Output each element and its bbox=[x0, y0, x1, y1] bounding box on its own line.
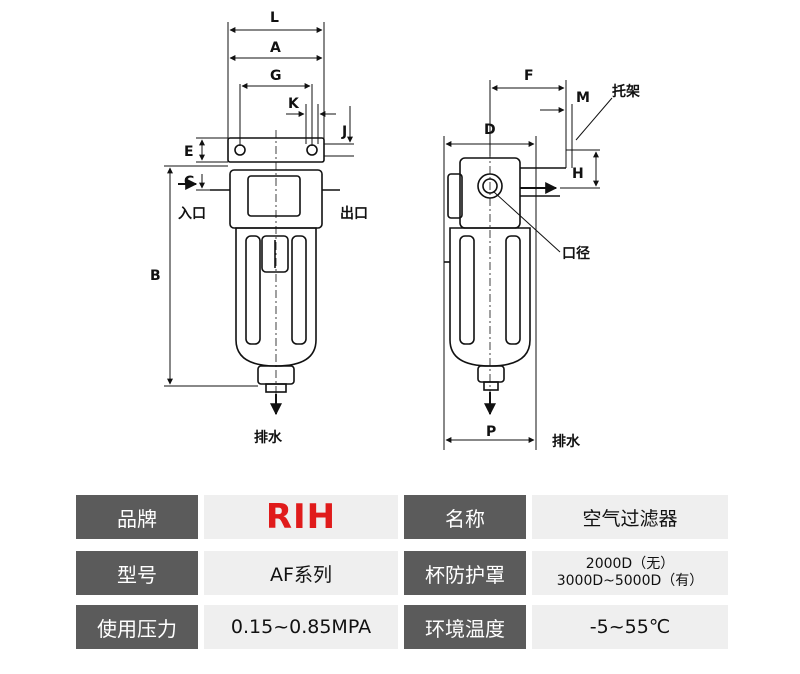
dim-A: A bbox=[270, 40, 281, 56]
name-key: 名称 bbox=[404, 495, 526, 539]
dim-B: B bbox=[150, 268, 161, 284]
pressure-value: 0.15~0.85MPA bbox=[204, 605, 398, 649]
drain-label-side: 排水 bbox=[552, 433, 581, 450]
dim-E: E bbox=[184, 144, 194, 160]
spec-row-3: 使用压力 0.15~0.85MPA 环境温度 -5~55℃ bbox=[76, 605, 728, 649]
pressure-key: 使用压力 bbox=[76, 605, 198, 649]
dim-G: G bbox=[270, 68, 282, 84]
bowl-guard-line-1: 2000D（无） bbox=[585, 556, 675, 572]
front-dimensions bbox=[164, 22, 354, 387]
front-view bbox=[210, 137, 340, 393]
dim-P: P bbox=[486, 424, 496, 440]
drain-label-front: 排水 bbox=[254, 429, 283, 446]
port-size-label: 口径 bbox=[562, 245, 590, 262]
model-value: AF系列 bbox=[204, 551, 398, 595]
inlet-label: 入口 bbox=[178, 206, 206, 222]
outlet-label: 出口 bbox=[340, 205, 368, 222]
spec-table: 品牌 RIH 名称 空气过滤器 型号 AF系列 杯防护罩 2000D（无） 30… bbox=[76, 495, 728, 655]
dim-M: M bbox=[576, 90, 590, 106]
side-view bbox=[444, 157, 566, 391]
dim-F: F bbox=[524, 68, 534, 84]
name-value: 空气过滤器 bbox=[532, 495, 728, 539]
dim-L: L bbox=[270, 10, 279, 26]
bowl-guard-value: 2000D（无） 3000D~5000D（有） bbox=[532, 551, 728, 595]
bracket-label: 托架 bbox=[612, 83, 640, 100]
dim-J: J bbox=[341, 124, 347, 140]
brand-key: 品牌 bbox=[76, 495, 198, 539]
brand-logo: RIH bbox=[265, 497, 337, 537]
technical-drawing: L A G K J E C B 入口 出口 排水 bbox=[150, 10, 640, 450]
front-flow-arrows bbox=[178, 178, 282, 416]
spec-row-2: 型号 AF系列 杯防护罩 2000D（无） 3000D~5000D（有） bbox=[76, 551, 728, 595]
brand-value: RIH bbox=[204, 495, 398, 539]
dim-D: D bbox=[484, 122, 496, 138]
dim-K: K bbox=[288, 96, 300, 112]
ambient-temp-value: -5~55℃ bbox=[532, 605, 728, 649]
ambient-temp-key: 环境温度 bbox=[404, 605, 526, 649]
dim-C: C bbox=[184, 174, 194, 190]
side-dimensions bbox=[443, 80, 613, 450]
model-key: 型号 bbox=[76, 551, 198, 595]
spec-row-1: 品牌 RIH 名称 空气过滤器 bbox=[76, 495, 728, 539]
bowl-guard-line-2: 3000D~5000D（有） bbox=[556, 573, 704, 589]
side-flow-arrows bbox=[484, 182, 558, 416]
bowl-guard-key: 杯防护罩 bbox=[404, 551, 526, 595]
dim-H: H bbox=[572, 166, 584, 182]
